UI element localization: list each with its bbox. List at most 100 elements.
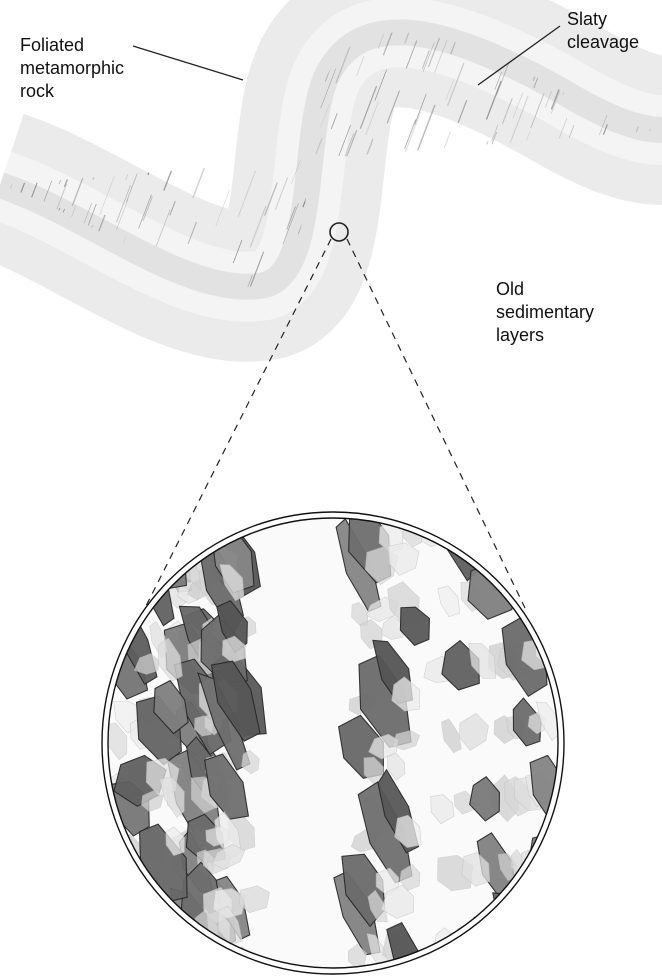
- cleavage-streak: [175, 132, 189, 170]
- label-line: metamorphic: [20, 57, 124, 80]
- cleavage-streak: [537, 227, 549, 258]
- cleavage-streak: [0, 99, 11, 136]
- cleavage-streak: [477, 141, 488, 169]
- cleavage-streak: [649, 420, 657, 442]
- cleavage-streak: [591, 346, 602, 374]
- mineral-grain-light: [526, 909, 560, 950]
- cleavage-streak: [333, 371, 342, 395]
- cleavage-streak: [86, 374, 99, 407]
- mica-grain-dark: [207, 948, 251, 977]
- cleavage-streak: [410, 422, 427, 467]
- cleavage-streak: [74, 3, 85, 32]
- cleavage-streak: [545, 427, 555, 453]
- mineral-grain-light: [462, 502, 500, 545]
- cleavage-streak: [345, 400, 350, 414]
- cleavage-streak: [288, 436, 302, 472]
- cleavage-streak: [97, 347, 113, 390]
- magnified-view: [97, 461, 583, 977]
- cleavage-streak: [423, 294, 433, 319]
- cleavage-streak: [186, 27, 200, 65]
- cleavage-streak: [406, 364, 420, 400]
- mineral-grain-light: [190, 498, 229, 537]
- cleavage-streak: [598, 241, 609, 271]
- mineral-grain-light: [205, 959, 233, 977]
- mineral-grain-light: [211, 498, 250, 531]
- cleavage-streak: [465, 464, 477, 496]
- cleavage-streak: [441, 443, 448, 462]
- cleavage-streak: [525, 430, 540, 468]
- leader-line-foliated: [133, 46, 243, 80]
- mineral-grain-light: [207, 960, 237, 977]
- cleavage-streak: [92, 417, 99, 436]
- cleavage-streak: [638, 355, 656, 403]
- cleavage-streak: [30, 362, 40, 387]
- cleavage-streak: [541, 187, 554, 221]
- cleavage-streak: [557, 225, 564, 244]
- cleavage-streak: [24, 348, 34, 374]
- mineral-grain-light: [141, 967, 171, 977]
- cleavage-streak: [22, 413, 35, 447]
- cleavage-streak: [543, 361, 554, 389]
- cleavage-streak: [464, 234, 471, 253]
- cleavage-streak: [284, 455, 301, 499]
- cleavage-streak: [479, 132, 497, 179]
- label-foliated-metamorphic-rock: Foliated metamorphic rock: [20, 34, 124, 103]
- mineral-grain-light: [176, 501, 223, 544]
- cleavage-streak: [478, 231, 496, 277]
- cleavage-streak: [0, 31, 12, 78]
- cleavage-streak: [60, 384, 74, 421]
- cleavage-streak: [574, 415, 589, 453]
- cleavage-streak: [191, 71, 197, 87]
- cleavage-streak: [552, 463, 558, 478]
- cleavage-streak: [48, 383, 60, 416]
- cleavage-streak: [73, 361, 81, 382]
- cleavage-streak: [157, 447, 172, 486]
- mineral-grain-light: [181, 962, 214, 977]
- cleavage-streak: [642, 387, 648, 404]
- cleavage-streak: [536, 361, 544, 383]
- label-old-sedimentary-layers: Old sedimentary layers: [496, 278, 594, 347]
- mica-grain-dark: [141, 461, 204, 538]
- cleavage-streak: [204, 428, 214, 455]
- mica-grain-dark: [485, 882, 554, 977]
- cleavage-streak: [0, 301, 2, 345]
- mineral-grain-light: [171, 921, 204, 949]
- cleavage-streak: [153, 360, 169, 403]
- cleavage-streak: [486, 342, 495, 365]
- cleavage-streak: [256, 452, 271, 490]
- cleavage-streak: [27, 435, 35, 457]
- cleavage-streak: [243, 411, 258, 450]
- cleavage-streak: [427, 451, 443, 493]
- cleavage-streak: [624, 456, 634, 483]
- mineral-grain-light: [487, 506, 515, 545]
- mineral-grain-light: [488, 501, 530, 543]
- cleavage-streak: [174, 140, 184, 166]
- cleavage-streak: [522, 363, 537, 403]
- cleavage-streak: [161, 1, 168, 21]
- label-line: rock: [20, 80, 124, 103]
- cleavage-streak: [443, 132, 451, 152]
- cleavage-streak: [68, 353, 78, 379]
- cleavage-streak: [0, 435, 6, 476]
- cleavage-streak: [116, 333, 124, 354]
- mineral-grain-light: [103, 560, 143, 599]
- cleavage-streak: [53, 364, 66, 397]
- cleavage-streak: [538, 464, 554, 505]
- cleavage-streak: [392, 232, 399, 250]
- cleavage-streak: [205, 13, 211, 29]
- cleavage-streak: [519, 430, 531, 463]
- cleavage-streak: [401, 181, 407, 198]
- cleavage-streak: [174, 378, 185, 407]
- label-line: cleavage: [567, 31, 639, 54]
- cleavage-streak: [242, 441, 249, 459]
- mineral-grain-light: [523, 497, 564, 534]
- cleavage-streak: [322, 425, 340, 472]
- cleavage-streak: [474, 194, 484, 221]
- mineral-grain-light: [491, 911, 532, 960]
- mineral-grain-light: [128, 557, 163, 591]
- cleavage-streak: [429, 372, 444, 412]
- cleavage-streak: [405, 120, 416, 149]
- cleavage-streak: [646, 242, 652, 257]
